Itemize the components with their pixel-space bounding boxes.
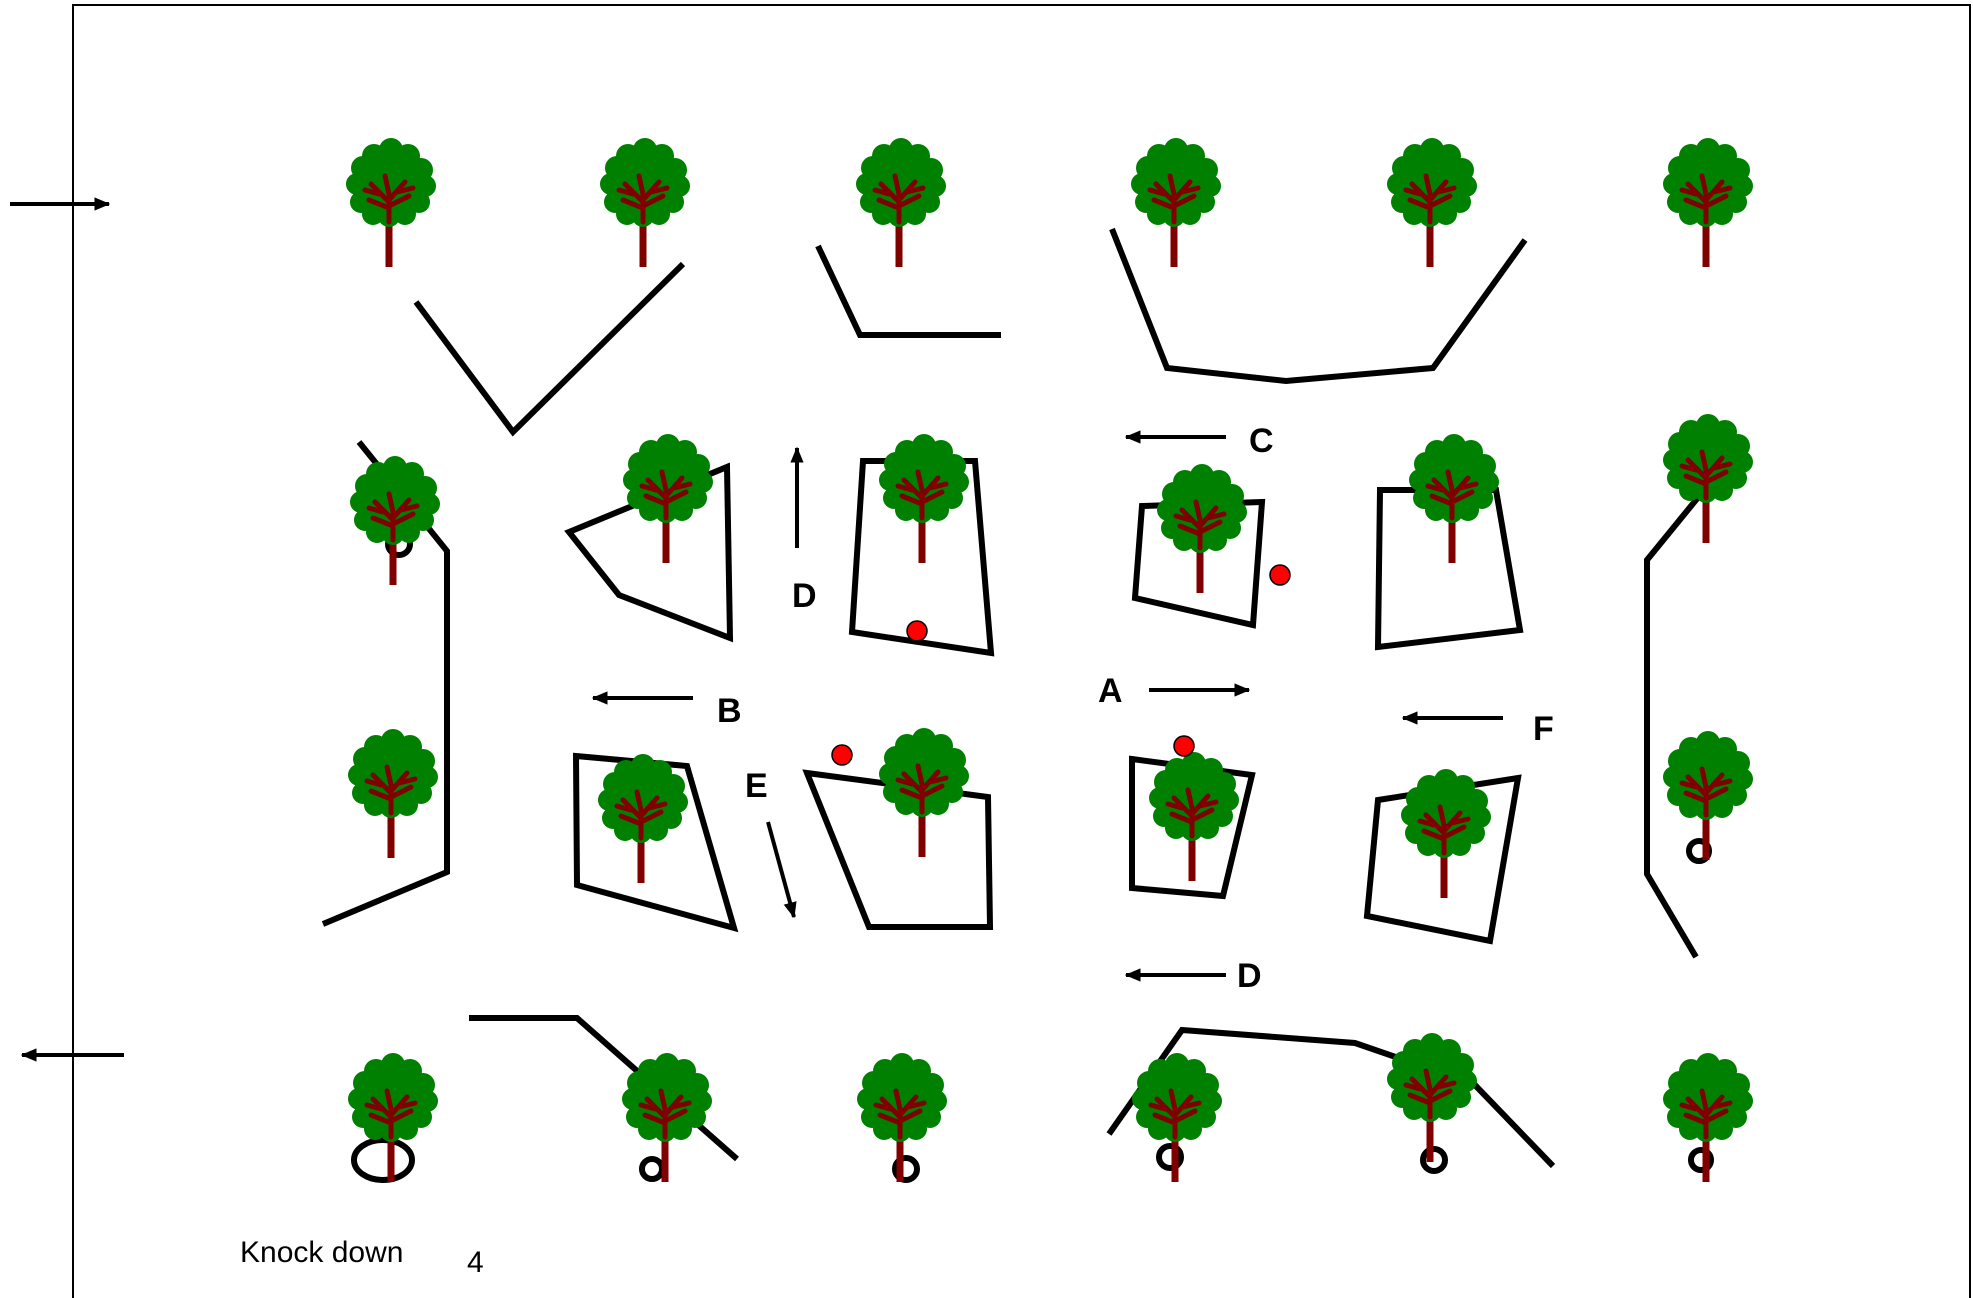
tree-icon <box>622 1053 712 1182</box>
tree-icon <box>350 456 440 585</box>
label-d-bottom: D <box>1237 957 1262 995</box>
tree-icon <box>1387 138 1477 267</box>
red-dot-marker <box>907 621 927 641</box>
tree-icon <box>1387 1033 1477 1162</box>
label-b: B <box>717 692 742 730</box>
caption-number: 4 <box>467 1246 484 1279</box>
label-d-top: D <box>792 577 817 615</box>
path-top-mid <box>818 246 1001 335</box>
tree-icon <box>1663 731 1753 860</box>
tree-icon <box>623 434 713 563</box>
tree-icon <box>600 138 690 267</box>
label-f: F <box>1533 710 1554 748</box>
tree-icon <box>879 434 969 563</box>
stump-ring <box>1423 1149 1445 1171</box>
tree-icon <box>1663 138 1753 267</box>
tree-icon <box>1401 769 1491 898</box>
label-a: A <box>1098 672 1123 710</box>
tree-icon <box>346 138 436 267</box>
red-dot-marker <box>1174 736 1194 756</box>
stump-ring <box>642 1159 662 1179</box>
tree-icon <box>1132 1053 1222 1182</box>
tree-icon <box>348 1053 438 1182</box>
red-dot-marker <box>1270 565 1290 585</box>
tree-icon <box>856 138 946 267</box>
tree-icon <box>857 1053 947 1182</box>
stump-ring <box>354 1140 412 1180</box>
tree-icon <box>598 754 688 883</box>
tree-icon <box>1409 434 1499 563</box>
caption-text: Knock down <box>240 1236 403 1269</box>
label-c: C <box>1249 422 1274 460</box>
tree-icon <box>879 728 969 857</box>
tree-icon <box>1157 464 1247 593</box>
path-top-v <box>416 264 683 432</box>
red-dot-marker <box>832 745 852 765</box>
label-e: E <box>745 767 768 805</box>
tree-icon <box>348 729 438 858</box>
tree-icon <box>1663 1053 1753 1182</box>
arrow-icon <box>768 822 794 917</box>
path-right <box>1647 484 1709 957</box>
tree-icon <box>1131 138 1221 267</box>
